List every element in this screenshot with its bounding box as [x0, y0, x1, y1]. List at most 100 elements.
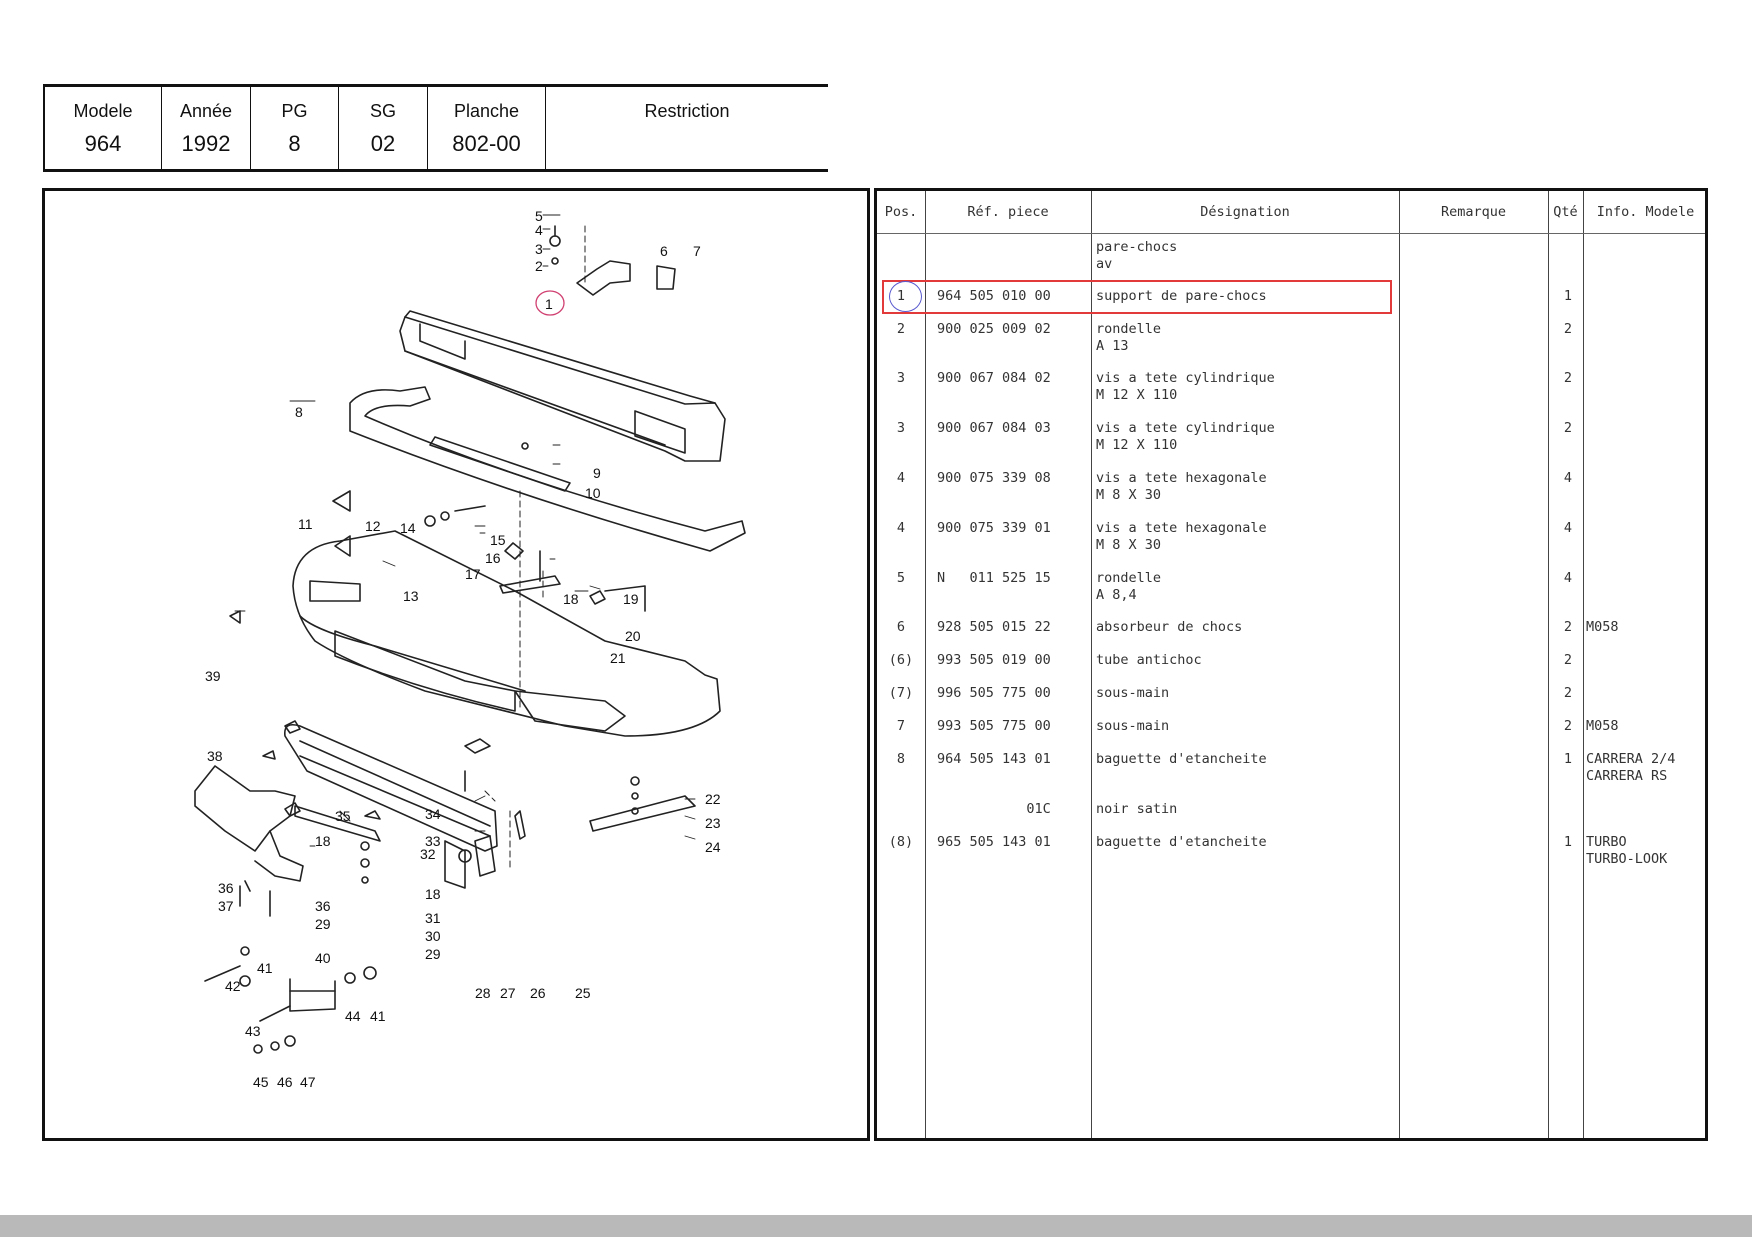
callout-label: 31: [425, 910, 441, 926]
cell-ref: 900 075 339 08: [937, 470, 1051, 486]
callout-label: 45: [253, 1074, 269, 1090]
cell-info: CARRERA 2/4 CARRERA RS: [1586, 751, 1676, 784]
callout-label: 27: [500, 985, 516, 1001]
callout-label: 29: [315, 916, 331, 932]
cell-ref: 900 075 339 01: [937, 520, 1051, 536]
header-cell-annee: Année 1992: [162, 87, 251, 169]
cell-qte: 2: [1563, 718, 1573, 734]
cell-qte: 2: [1563, 370, 1573, 386]
cell-designation: support de pare-chocs: [1096, 288, 1267, 304]
cell-designation: vis a tete cylindrique M 12 X 110: [1096, 370, 1275, 403]
cell-info: M058: [1586, 718, 1619, 734]
side-support-bracket: [289, 978, 336, 1012]
header-value: 802-00: [452, 131, 521, 156]
header-value: 1992: [181, 131, 231, 156]
header-qte: Qté: [1553, 204, 1578, 220]
callout-label: 42: [225, 978, 241, 994]
cell-qte: 2: [1563, 321, 1573, 337]
callout-labels: 5 4 3 2 1 6 7 8 9 10 11 12 14 15 16 17 1…: [205, 208, 721, 1090]
cell-pos: 6: [896, 619, 906, 635]
exploded-parts-diagram: 5 4 3 2 1 6 7 8 9 10 11 12 14 15 16 17 1…: [42, 188, 870, 1141]
cell-ref: 900 067 084 02: [937, 370, 1051, 386]
cell-pos: 4: [896, 470, 906, 486]
callout-label: 18: [563, 591, 579, 607]
header-cell-modele: Modele 964: [45, 87, 162, 169]
callout-label: 17: [465, 566, 481, 582]
table-header-row: Pos. Réf. piece Désignation Remarque Qté…: [877, 191, 1705, 234]
cell-ref: 993 505 775 00: [937, 718, 1051, 734]
header-cell-sg: SG 02: [339, 87, 428, 169]
callout-label: 8: [295, 404, 303, 420]
header-label: SG: [369, 101, 396, 121]
callout-label: 24: [705, 839, 721, 855]
cell-designation: pare-chocs av: [1096, 239, 1178, 272]
cell-qte: 4: [1563, 520, 1573, 536]
header-designation: Désignation: [1200, 204, 1290, 220]
cell-info: M058: [1586, 619, 1619, 635]
cell-pos: 3: [896, 420, 906, 436]
header-cell-planche: Planche 802-00: [428, 87, 546, 169]
callout-label: 3: [535, 241, 543, 257]
header-label: Planche: [453, 101, 520, 121]
cell-ref: N 011 525 15: [937, 570, 1051, 586]
callout-label: 39: [205, 668, 221, 684]
cell-ref: 01C: [937, 801, 1051, 817]
cell-qte: 2: [1563, 685, 1573, 701]
callout-label: 41: [257, 960, 273, 976]
callout-label: 7: [693, 243, 701, 259]
header-value: 8: [288, 131, 301, 156]
cell-designation: sous-main: [1096, 685, 1170, 701]
fastener-parts: [204, 225, 676, 1054]
cell-pos: (8): [888, 834, 914, 850]
callout-label: 32: [420, 846, 436, 862]
cell-pos: 7: [896, 718, 906, 734]
cell-pos: 4: [896, 520, 906, 536]
cell-qte: 1: [1563, 288, 1573, 304]
position-circle-marker: [889, 281, 922, 312]
bumper-support-beam: [399, 310, 726, 462]
callout-label: 46: [277, 1074, 293, 1090]
cell-qte: 2: [1563, 652, 1573, 668]
callout-label: 47: [300, 1074, 316, 1090]
callout-label: 35: [335, 808, 351, 824]
cell-qte: 4: [1563, 470, 1573, 486]
cell-designation: baguette d'etancheite: [1096, 751, 1267, 767]
cell-ref: 993 505 019 00: [937, 652, 1051, 668]
callout-label: 26: [530, 985, 546, 1001]
column-divider: [1583, 191, 1584, 1138]
column-divider: [925, 191, 926, 1138]
cell-info: TURBO TURBO-LOOK: [1586, 834, 1668, 867]
cell-designation: vis a tete hexagonale M 8 X 30: [1096, 470, 1267, 503]
callout-label: 1: [545, 296, 553, 312]
scan-bottom-edge: [0, 1215, 1752, 1237]
callout-label: 21: [610, 650, 626, 666]
cell-qte: 1: [1563, 751, 1573, 767]
header-label: PG: [281, 101, 308, 121]
header-remarque: Remarque: [1440, 204, 1507, 220]
cell-designation: vis a tete cylindrique M 12 X 110: [1096, 420, 1275, 453]
callout-label: 15: [490, 532, 506, 548]
column-divider: [1548, 191, 1549, 1138]
callout-label: 36: [315, 898, 331, 914]
header-info-table: Modele 964 Année 1992 PG 8 SG 02 Planche…: [43, 84, 828, 172]
callout-label: 28: [475, 985, 491, 1001]
header-label: Restriction: [644, 101, 730, 121]
callout-label: 34: [425, 806, 441, 822]
header-ref: Réf. piece: [967, 204, 1049, 220]
cell-qte: 2: [1563, 619, 1573, 635]
header-cell-pg: PG 8: [251, 87, 339, 169]
cell-ref: 900 025 009 02: [937, 321, 1051, 337]
cell-ref: 900 067 084 03: [937, 420, 1051, 436]
cell-designation: rondelle A 8,4: [1096, 570, 1162, 603]
callout-label: 18: [425, 886, 441, 902]
callout-label: 9: [593, 465, 601, 481]
cell-designation: rondelle A 13: [1096, 321, 1162, 354]
callout-label: 29: [425, 946, 441, 962]
cell-designation: baguette d'etancheite: [1096, 834, 1267, 850]
selected-row-highlight: [882, 280, 1392, 314]
cell-pos: (7): [888, 685, 914, 701]
callout-label: 6: [660, 243, 668, 259]
cell-ref: 965 505 143 01: [937, 834, 1051, 850]
header-pos: Pos.: [884, 204, 918, 220]
cell-qte: 2: [1563, 420, 1573, 436]
